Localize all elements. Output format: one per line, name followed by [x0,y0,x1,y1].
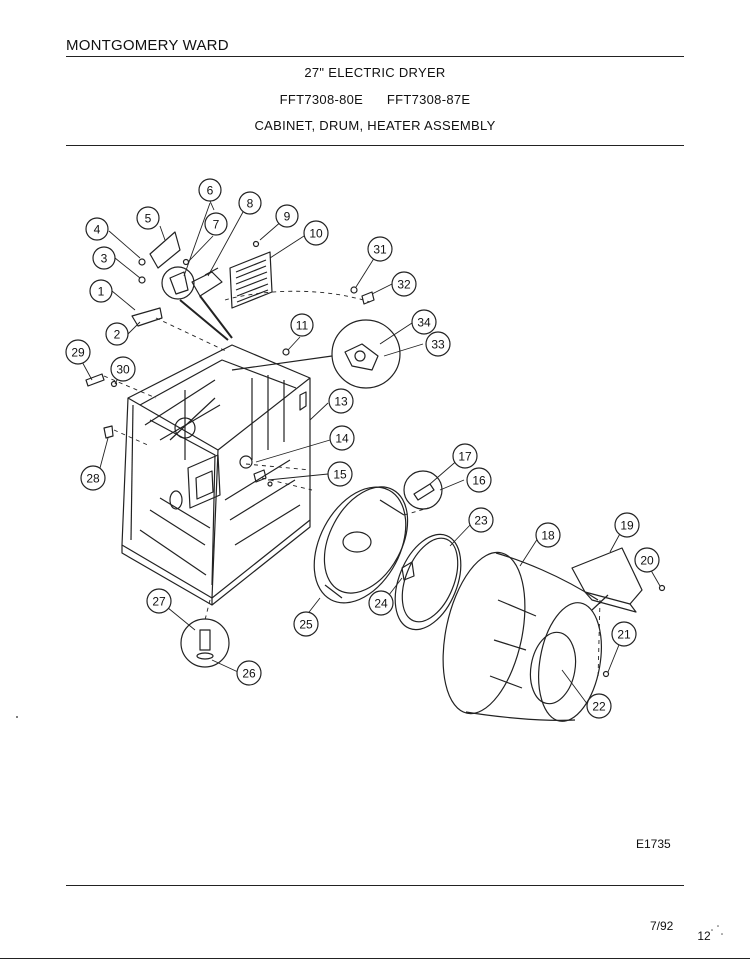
thermostat-detail-drawing [231,319,401,389]
svg-text:13: 13 [334,395,348,409]
svg-text:2: 2 [114,328,121,342]
callout-23: 23 [468,507,494,533]
diagram-title: 27" ELECTRIC DRYER [304,65,446,80]
callout-15: 15 [327,461,353,487]
callout-21: 21 [611,621,637,647]
callout-13: 13 [328,388,354,414]
svg-text:6: 6 [207,184,214,198]
callout-22: 22 [586,693,612,719]
callout-5: 5 [136,206,160,230]
brand-name: MONTGOMERY WARD [66,37,229,54]
svg-text:23: 23 [474,514,488,528]
callout-3: 3 [92,246,116,270]
diagram-code: E1735 [636,837,671,851]
svg-text:31: 31 [373,243,387,257]
svg-text:11: 11 [296,319,309,333]
svg-text:24: 24 [374,597,388,611]
front-bulkhead-drawing [313,486,409,604]
svg-text:26: 26 [242,667,256,681]
drum-roller-detail-drawing [180,618,230,668]
header-rule-top [66,56,684,57]
svg-text:19: 19 [620,519,634,533]
svg-text:21: 21 [617,628,631,642]
scan-marks [16,716,723,935]
callout-9: 9 [275,204,299,228]
assembly-lead-lines [103,290,601,681]
svg-text:17: 17 [458,450,472,464]
footer-rule [66,885,684,886]
diagram-subtitle: CABINET, DRUM, HEATER ASSEMBLY [254,118,496,133]
page-bottom-rule [0,958,750,959]
callout-30: 30 [110,356,136,382]
svg-text:7: 7 [213,218,220,232]
svg-text:1: 1 [98,285,105,299]
svg-text:32: 32 [397,278,411,292]
svg-text:34: 34 [417,316,431,330]
svg-text:15: 15 [333,468,347,482]
svg-text:10: 10 [309,227,323,241]
svg-text:20: 20 [640,554,654,568]
callout-16: 16 [466,467,492,493]
svg-text:27: 27 [152,595,166,609]
drum-seal-drawing [394,533,462,631]
svg-text:18: 18 [541,529,555,543]
callout-2: 2 [105,322,129,346]
svg-text:30: 30 [116,363,130,377]
svg-text:4: 4 [94,223,101,237]
callout-20: 20 [634,547,660,573]
callout-32: 32 [391,271,417,297]
callout-6: 6 [198,178,222,202]
callout-29: 29 [65,339,91,365]
callout-31: 31 [367,236,393,262]
callout-17: 17 [452,443,478,469]
lint-screen-drawing [229,251,273,309]
svg-text:29: 29 [71,346,85,360]
callout-24: 24 [368,590,394,616]
header-rule-bottom [66,145,684,146]
callout-4: 4 [85,217,109,241]
callout-11: 11 [290,313,314,337]
callout-14: 14 [329,425,355,451]
callout-leaders [79,191,661,706]
svg-text:5: 5 [145,212,152,226]
svg-text:25: 25 [299,618,313,632]
callout-8: 8 [238,191,262,215]
svg-text:14: 14 [335,432,349,446]
svg-text:8: 8 [247,197,254,211]
svg-text:9: 9 [284,210,291,224]
svg-text:12: 12 [697,929,711,943]
callout-1: 1 [89,279,113,303]
callout-12: 12 [697,929,711,943]
svg-text:33: 33 [431,338,445,352]
callout-27: 27 [146,588,172,614]
callout-25: 25 [293,611,319,637]
switch-detail-drawing [403,470,443,510]
svg-text:28: 28 [86,472,100,486]
revision-date: 7/92 [650,919,674,933]
svg-text:22: 22 [592,700,606,714]
model-numbers: FFT7308-80E FFT7308-87E [279,92,471,107]
drum-baffle-drawing [571,547,643,613]
callout-10: 10 [303,220,329,246]
callout-7: 7 [204,212,228,236]
cabinet-drawing [121,344,311,606]
svg-text:16: 16 [472,474,486,488]
callout-19: 19 [614,512,640,538]
callout-33: 33 [425,331,451,357]
callout-26: 26 [236,660,262,686]
svg-text:3: 3 [101,252,108,266]
small-hardware-drawing [85,240,666,678]
callout-18: 18 [535,522,561,548]
top-bracket-parts-drawing [149,231,223,300]
callout-28: 28 [80,465,106,491]
callout-34: 34 [411,309,437,335]
drum-drawing [442,551,602,722]
